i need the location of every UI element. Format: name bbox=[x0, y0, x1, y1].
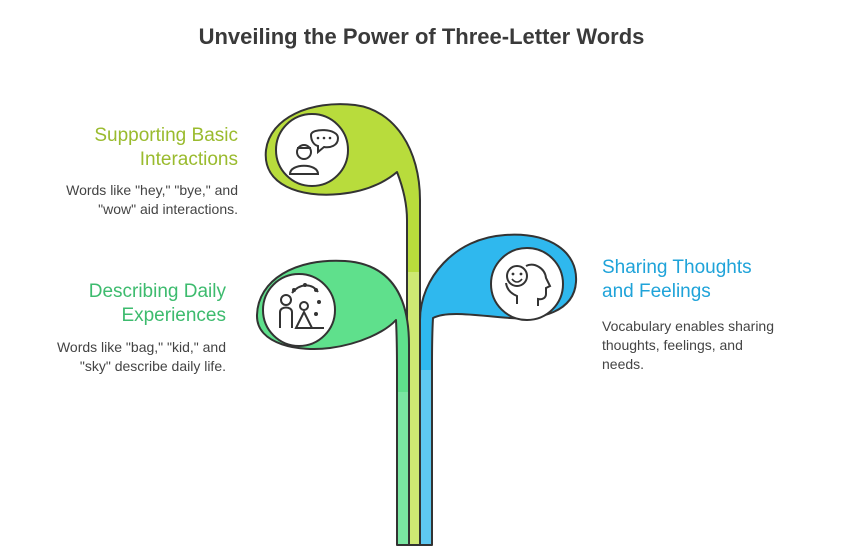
desc-describing-experiences: Words like "bag," "kid," and "sky" descr… bbox=[57, 338, 226, 376]
desc-sharing-thoughts: Vocabulary enables sharing thoughts, fee… bbox=[602, 317, 774, 374]
person-playground-icon bbox=[262, 273, 336, 347]
heading-line: and Feelings bbox=[602, 281, 711, 302]
heading-supporting-interactions: Supporting Basic Interactions bbox=[94, 124, 238, 172]
desc-line: "sky" describe daily life. bbox=[79, 358, 226, 374]
desc-line: "wow" aid interactions. bbox=[98, 201, 238, 217]
heading-describing-experiences: Describing Daily Experiences bbox=[89, 280, 226, 328]
desc-supporting-interactions: Words like "hey," "bye," and "wow" aid i… bbox=[66, 181, 238, 219]
heading-line: Sharing Thoughts bbox=[602, 257, 752, 278]
desc-line: Vocabulary enables sharing bbox=[602, 318, 775, 334]
page-title: Unveiling the Power of Three-Letter Word… bbox=[198, 24, 645, 49]
heading-line: Supporting Basic bbox=[94, 125, 238, 146]
heading-line: Describing Daily bbox=[88, 281, 226, 302]
desc-line: Words like "bag," "kid," and bbox=[56, 339, 226, 355]
heading-line: Interactions bbox=[139, 149, 238, 170]
desc-line: thoughts, feelings, and bbox=[602, 337, 743, 353]
heading-line: Experiences bbox=[121, 305, 226, 326]
smiling-head-profile-icon bbox=[490, 247, 564, 321]
heading-sharing-thoughts: Sharing Thoughts and Feelings bbox=[602, 256, 752, 304]
desc-line: needs. bbox=[602, 356, 645, 372]
person-speech-bubble-icon bbox=[275, 113, 349, 187]
desc-line: Words like "hey," "bye," and bbox=[66, 182, 238, 198]
